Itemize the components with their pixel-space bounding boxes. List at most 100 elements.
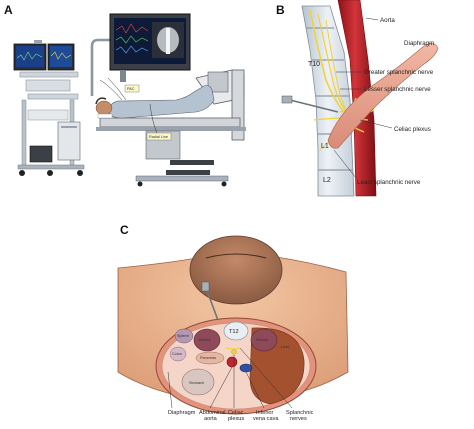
spleen-label: Spleen	[177, 334, 189, 338]
stomach	[181, 368, 215, 396]
celiac-plexus-c	[231, 349, 237, 355]
monitor-mount	[34, 40, 42, 44]
panel-a-label: A	[4, 3, 13, 17]
vertebra-t12	[223, 321, 249, 341]
table-wheel-1	[137, 181, 143, 187]
diaphragm-c-label: Diaphragm	[168, 410, 196, 416]
pac-label-box	[124, 84, 140, 93]
t12-label: T12	[229, 329, 239, 335]
table-edge	[96, 127, 246, 131]
lead-2	[107, 77, 127, 101]
needle	[281, 95, 339, 113]
patient	[95, 85, 215, 119]
least-leader	[333, 149, 357, 179]
table-top	[99, 117, 241, 128]
lesser-splanchnic-label: Lesser splanchnic nerve	[364, 86, 431, 93]
greater-splanchnic-nerve	[309, 9, 345, 113]
panel-c: C T12 Kidney	[117, 223, 349, 422]
cart-base	[17, 164, 85, 170]
patient-body	[107, 85, 215, 119]
aorta-c-label-2: aorta	[204, 416, 218, 422]
greater-splanchnic-label: Greater splanchnic nerve	[364, 69, 434, 76]
c-arm	[195, 69, 245, 141]
pillow	[97, 113, 113, 119]
celiac-c-label-1: Celiac	[228, 410, 244, 416]
left-monitor-2-screen	[50, 46, 72, 67]
bottom-labels: Diaphragm Abdominal aorta Celiac plexus …	[167, 347, 314, 422]
pac-label: PAC	[127, 87, 135, 91]
cart-wheel-2	[47, 170, 53, 176]
diaphragm-c-leader	[167, 371, 173, 409]
screen-trace-blue	[115, 45, 149, 54]
abdominal-aorta	[226, 356, 238, 368]
cart-keyboard-tray	[25, 79, 71, 92]
panel-a: A	[4, 3, 246, 187]
ivc-c-leader	[245, 371, 265, 409]
tower-drive	[61, 126, 77, 128]
l1-label: L1	[321, 143, 329, 150]
boom-arm	[90, 38, 112, 96]
table-wheel-2	[221, 181, 227, 187]
radial-line-label-box	[146, 132, 172, 141]
kidney-right-label: Kidney	[256, 338, 268, 342]
liver-label: Liver	[281, 345, 290, 349]
screen-trace-red	[115, 23, 149, 34]
panel-c-label: C	[120, 223, 129, 237]
splanchnic-c-leader	[239, 347, 293, 409]
needle-shaft	[289, 99, 339, 113]
splanchnic-nerves-c	[225, 347, 241, 350]
kidney-right	[250, 328, 278, 352]
pancreas-label: Pancreas	[200, 356, 216, 360]
panel-c-needle-hub	[201, 281, 210, 292]
inferior-vena-cava	[239, 363, 253, 373]
procedure-table	[96, 117, 246, 187]
stomach-label: Stomach	[189, 381, 204, 385]
patient-head-top	[189, 235, 283, 305]
patient-hair	[95, 97, 107, 105]
needle-hub	[281, 95, 293, 104]
nerve-branch-2	[317, 13, 349, 115]
ivc-c-label-1: Inferior	[256, 410, 274, 416]
pac-callout: PAC	[124, 84, 140, 93]
table-base	[135, 175, 229, 182]
overhead-monitor	[90, 13, 191, 96]
spine-shape	[301, 5, 355, 197]
splanchnic-c-label-1: Splanchnic	[286, 410, 314, 416]
cart-wheel-3	[77, 170, 83, 176]
left-monitor-1-trace	[16, 51, 43, 61]
least-splanchnic-label: Least splanchnic nerve	[357, 179, 421, 186]
cross-section-labels: T12 Kidney Kidney Liver Pancreas Colon S…	[172, 329, 290, 385]
aorta-c-label-1: Abdominal	[199, 410, 225, 416]
l2-label: L2	[323, 177, 331, 184]
t10-label: T10	[308, 61, 320, 68]
fluoro-vertebral-column	[166, 28, 170, 54]
monitor-stand	[120, 70, 126, 82]
c-arm-head	[207, 71, 229, 93]
screen-trace-green	[115, 35, 149, 44]
ivc-c-label-2: vena cava	[253, 416, 279, 422]
abdominal-cross-section	[155, 317, 317, 415]
patient-head	[95, 100, 113, 116]
kidney-left	[193, 328, 221, 352]
vertebral-column	[301, 5, 355, 197]
lead-1	[99, 79, 123, 101]
cart-drawer	[27, 109, 69, 121]
aorta-c-leader	[209, 366, 233, 409]
colon	[169, 346, 187, 362]
cart-wheel-1	[19, 170, 25, 176]
aorta-vessel	[337, 0, 377, 197]
colon-label: Colon	[172, 352, 182, 356]
kidney-left-label: Kidney	[199, 338, 211, 342]
cart-shelf-2	[27, 93, 79, 100]
aorta-label: Aorta	[380, 17, 395, 24]
spleen	[174, 328, 194, 344]
left-monitor-2-trace	[50, 51, 72, 60]
panel-b: B	[276, 0, 439, 197]
splanchnic-c-label-2: nerves	[290, 416, 307, 422]
cart-post-left	[21, 99, 27, 167]
celiac-leader	[359, 119, 393, 129]
computer-tower	[57, 121, 81, 161]
panel-b-labels: Aorta Diaphragm T10 Greater splanchnic n…	[308, 17, 434, 186]
panel-b-label: B	[276, 3, 285, 17]
